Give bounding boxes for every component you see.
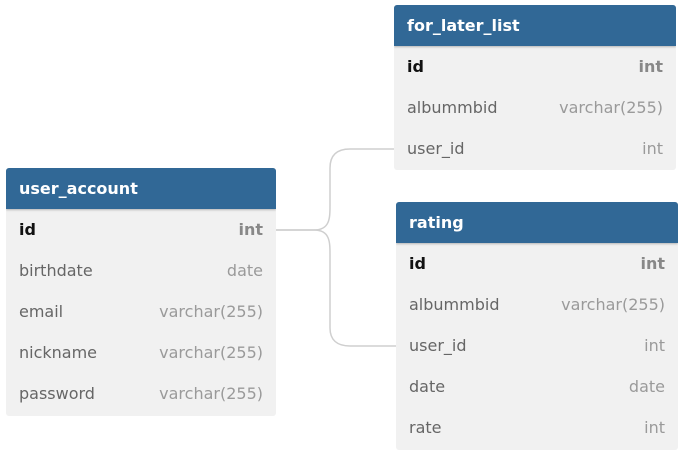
field-type: varchar(255) <box>159 343 263 362</box>
field-name: id <box>407 57 424 76</box>
field-type: int <box>644 336 665 355</box>
field-name: rate <box>409 418 442 437</box>
field-row[interactable]: nickname varchar(255) <box>6 332 276 373</box>
field-type: int <box>642 139 663 158</box>
field-row[interactable]: albummbid varchar(255) <box>396 284 678 325</box>
field-name: albummbid <box>409 295 500 314</box>
field-row[interactable]: albummbid varchar(255) <box>394 87 676 128</box>
field-type: date <box>226 261 263 280</box>
field-name: nickname <box>19 343 98 362</box>
field-name: user_id <box>407 139 465 158</box>
field-name: email <box>19 302 64 321</box>
field-row[interactable]: id int <box>396 243 678 284</box>
field-name: date <box>409 377 446 396</box>
field-name: albummbid <box>407 98 498 117</box>
field-name: id <box>19 220 36 239</box>
field-type: int <box>638 57 663 76</box>
table-header[interactable]: user_account <box>6 168 276 209</box>
field-type: date <box>628 377 665 396</box>
field-row[interactable]: email varchar(255) <box>6 291 276 332</box>
table-for-later-list[interactable]: for_later_list id int albummbid varchar(… <box>394 5 676 170</box>
field-row[interactable]: user_id int <box>396 325 678 366</box>
field-row[interactable]: rate int <box>396 407 678 448</box>
field-type: varchar(255) <box>159 302 263 321</box>
relation-user-account-to-for-later-list <box>276 148 394 231</box>
field-name: password <box>19 384 95 403</box>
table-header[interactable]: rating <box>396 202 678 243</box>
field-name: id <box>409 254 426 273</box>
relation-user-account-to-rating <box>276 229 396 347</box>
field-row[interactable]: date date <box>396 366 678 407</box>
field-type: int <box>238 220 263 239</box>
field-row[interactable]: id int <box>6 209 276 250</box>
field-type: varchar(255) <box>159 384 263 403</box>
field-name: birthdate <box>19 261 93 280</box>
table-user-account[interactable]: user_account id int birthdate date email… <box>6 168 276 416</box>
field-row[interactable]: id int <box>394 46 676 87</box>
field-row[interactable]: birthdate date <box>6 250 276 291</box>
field-type: varchar(255) <box>559 98 663 117</box>
field-name: user_id <box>409 336 467 355</box>
field-row[interactable]: user_id int <box>394 128 676 169</box>
field-type: int <box>640 254 665 273</box>
field-row[interactable]: password varchar(255) <box>6 373 276 414</box>
table-rating[interactable]: rating id int albummbid varchar(255) use… <box>396 202 678 450</box>
table-header[interactable]: for_later_list <box>394 5 676 46</box>
field-type: varchar(255) <box>561 295 665 314</box>
field-type: int <box>644 418 665 437</box>
